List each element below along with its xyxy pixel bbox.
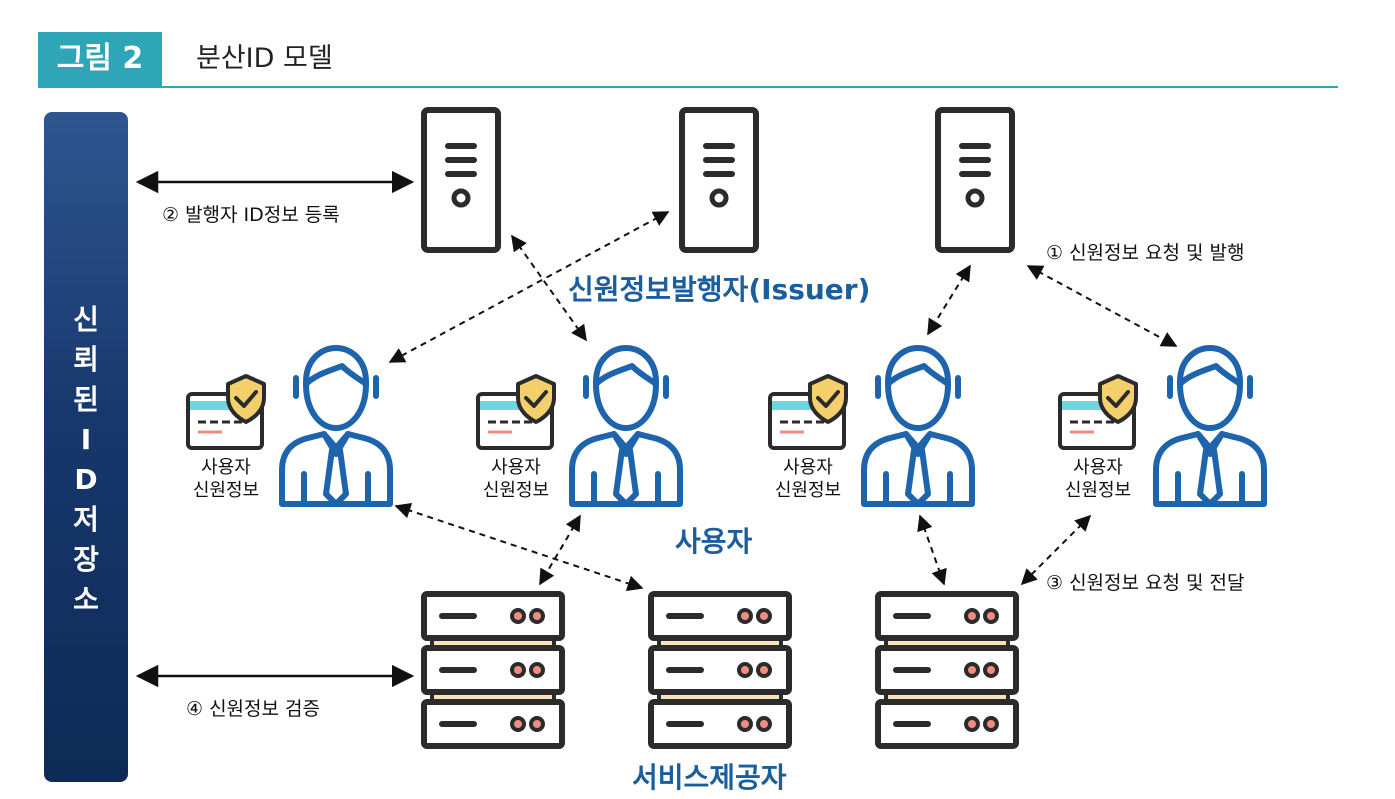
issuer-group-label: 신원정보발행자(Issuer) (568, 273, 871, 306)
credential-label-line1: 사용자 (1073, 457, 1123, 478)
sidebar-char: D (74, 463, 98, 496)
service-group-label: 서비스제공자 (632, 761, 787, 794)
sidebar-char: 저 (73, 503, 99, 536)
credential-card-icon (1058, 374, 1138, 450)
step4-label: ④ 신원정보 검증 (186, 698, 320, 720)
credential-card-icon (476, 374, 556, 450)
issuer-server-icon (682, 110, 756, 250)
issuer-server-icon (938, 110, 1012, 250)
step2-label: ② 발행자 ID정보 등록 (162, 204, 340, 226)
issuer-server-icon (424, 110, 498, 250)
trusted-id-store-bar (44, 112, 128, 782)
credential-label: 사용자 신원정보 (748, 456, 868, 502)
credential-label-line1: 사용자 (201, 457, 251, 478)
credential-card-icon (768, 374, 848, 450)
service-server-icon (424, 594, 562, 746)
credential-label-line2: 신원정보 (774, 480, 842, 501)
sidebar-char: 신 (73, 303, 99, 336)
sidebar-char: 뢰 (73, 343, 99, 376)
credential-label-line1: 사용자 (783, 457, 833, 478)
user-person-icon (282, 348, 390, 504)
credential-label-line2: 신원정보 (1064, 480, 1132, 501)
dashed-connector (917, 514, 947, 586)
user-person-icon (572, 348, 680, 504)
credential-label: 사용자 신원정보 (1038, 456, 1158, 502)
credential-label-line1: 사용자 (491, 457, 541, 478)
credential-label-line2: 신원정보 (482, 480, 550, 501)
service-server-icon (651, 594, 789, 746)
step1-label: ① 신원정보 요청 및 발행 (1046, 242, 1245, 264)
sidebar-char: I (80, 423, 92, 456)
service-server-icon (878, 594, 1016, 746)
figure-title: 분산ID 모델 (196, 43, 333, 74)
user-group-label: 사용자 (675, 525, 753, 558)
step3-label: ③ 신원정보 요청 및 전달 (1046, 572, 1245, 594)
dashed-connector (1020, 514, 1092, 586)
trusted-id-store-label: 신 뢰 된 I D 저 장 소 (44, 300, 128, 620)
dashed-connector (1026, 265, 1178, 347)
sidebar-char: 장 (73, 543, 99, 576)
sidebar-char: 소 (73, 583, 99, 616)
figure-tag: 그림 2 (38, 32, 162, 86)
credential-label: 사용자 신원정보 (166, 456, 286, 502)
user-person-icon (1156, 348, 1264, 504)
dashed-connector (539, 514, 581, 586)
title-divider (38, 86, 1338, 88)
credential-label: 사용자 신원정보 (456, 456, 576, 502)
dashed-connector (927, 264, 971, 336)
credential-label-line2: 신원정보 (192, 480, 260, 501)
credential-card-icon (186, 374, 266, 450)
user-person-icon (864, 348, 972, 504)
sidebar-char: 된 (73, 383, 99, 416)
dashed-connector (394, 502, 644, 592)
